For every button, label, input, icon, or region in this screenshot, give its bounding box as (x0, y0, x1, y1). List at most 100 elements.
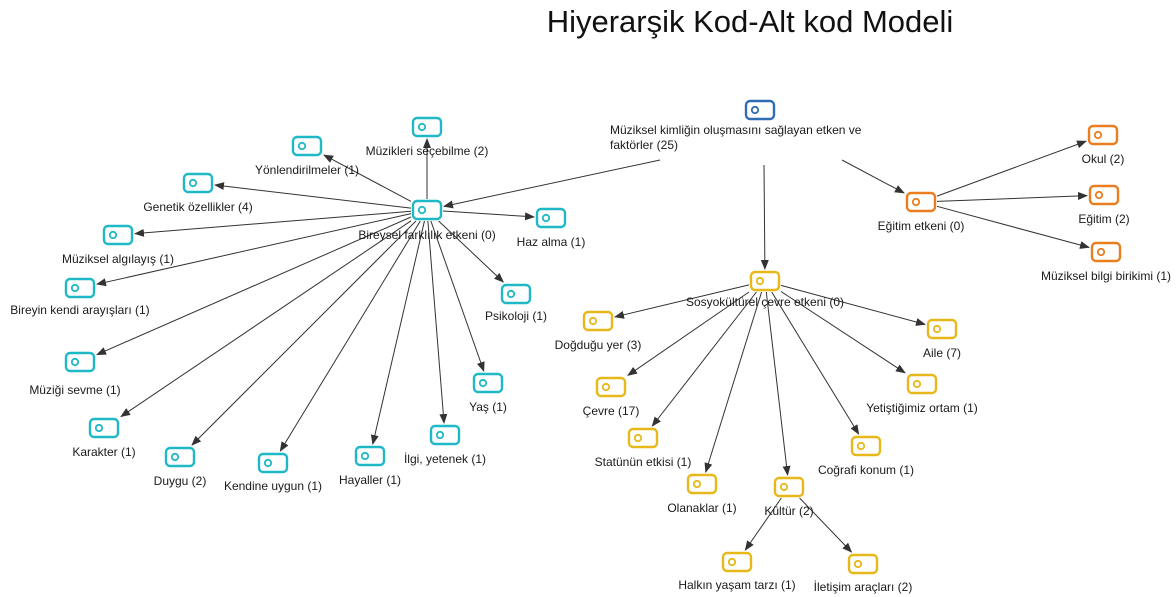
node-label-line: Kendine uygun (1) (224, 479, 322, 493)
node-label: Kültür (2) (764, 504, 813, 518)
node-label: Halkın yaşam tarzı (1) (678, 578, 795, 592)
node-bilgi[interactable]: Müziksel bilgi birikimi (1) (1041, 241, 1171, 283)
code-tag-icon (164, 446, 196, 468)
node-label: Yaş (1) (469, 400, 507, 414)
node-duygu[interactable]: Duygu (2) (154, 446, 207, 488)
node-label-line: Duygu (2) (154, 474, 207, 488)
node-label-line: Haz alma (1) (517, 235, 586, 249)
node-label-line: Halkın yaşam tarzı (1) (678, 578, 795, 592)
nodes-layer: Müziksel kimliğin oluşmasını sağlayan et… (10, 99, 1171, 594)
node-label: Eğitim (2) (1078, 212, 1129, 226)
edge-bireysel-to-muzigi_sevme (96, 216, 412, 356)
code-tag-icon (627, 427, 659, 449)
code-tag-icon (850, 435, 882, 457)
node-muzigi_sevme[interactable]: Müziği sevme (1) (29, 351, 121, 397)
node-cevre[interactable]: Çevre (17) (583, 376, 640, 418)
node-label: Bireysel farklılık etkeni (0) (358, 228, 495, 242)
node-label: Müziksel bilgi birikimi (1) (1041, 269, 1171, 283)
node-label-line: Yönlendirilmeler (1) (255, 163, 359, 177)
node-label: Yetiştiğimiz ortam (1) (866, 401, 978, 415)
code-tag-icon (102, 224, 134, 246)
node-okul[interactable]: Okul (2) (1082, 124, 1125, 166)
code-tag-icon (1090, 241, 1122, 263)
code-tag-icon (411, 116, 443, 138)
node-label: Coğrafi konum (1) (818, 463, 914, 477)
edge-bireysel-to-ilgi (427, 220, 448, 424)
node-kendine_uygun[interactable]: Kendine uygun (1) (224, 452, 322, 493)
node-label-line: Çevre (17) (583, 404, 640, 418)
node-label: Müziksel kimliğin oluşmasını sağlayan et… (610, 123, 862, 152)
node-label: Duygu (2) (154, 474, 207, 488)
edge-sosyo-to-yetistigimiz (780, 291, 906, 374)
node-label: Eğitim etkeni (0) (878, 219, 965, 233)
node-ilgi[interactable]: İlgi, yetenek (1) (404, 424, 486, 466)
edge-bireysel-to-haz (442, 210, 535, 221)
edge-bireysel-to-yonlendirilmeler (323, 154, 412, 202)
node-hayaller[interactable]: Hayaller (1) (339, 445, 401, 487)
node-label: Yönlendirilmeler (1) (255, 163, 359, 177)
node-label-line: Hayaller (1) (339, 473, 401, 487)
node-cografi[interactable]: Coğrafi konum (1) (818, 435, 914, 477)
node-label: Genetik özellikler (4) (143, 200, 252, 214)
node-label-line: Doğduğu yer (3) (555, 338, 642, 352)
node-olanaklar[interactable]: Olanaklar (1) (667, 473, 737, 515)
node-psikoloji[interactable]: Psikoloji (1) (485, 283, 547, 323)
diagram-title: Hiyerarşik Kod-Alt kod Modeli (546, 4, 954, 39)
code-tag-icon (88, 417, 120, 439)
node-label: Okul (2) (1082, 152, 1125, 166)
node-label: Bireyin kendi arayışları (1) (10, 303, 149, 317)
node-label-line: Sosyokültürel çevre etkeni (0) (686, 295, 844, 309)
node-label-line: Yaş (1) (469, 400, 507, 414)
node-label-line: Karakter (1) (72, 445, 135, 459)
node-sosyo[interactable]: Sosyokültürel çevre etkeni (0) (686, 270, 844, 309)
code-tag-icon (411, 199, 443, 221)
node-label-line: Müziksel kimliğin oluşmasını sağlayan et… (610, 123, 862, 137)
code-tag-icon (906, 373, 938, 395)
node-label-line: Eğitim etkeni (0) (878, 219, 965, 233)
edge-sosyo-to-dogdugu (614, 284, 750, 319)
node-label-line: Müziksel algılayış (1) (62, 252, 174, 266)
node-label-line: Bireysel farklılık etkeni (0) (358, 228, 495, 242)
node-root[interactable]: Müziksel kimliğin oluşmasını sağlayan et… (610, 99, 862, 152)
edge-egitim_etkeni-to-bilgi (936, 205, 1090, 249)
node-genetik[interactable]: Genetik özellikler (4) (143, 172, 253, 214)
node-label-line: Eğitim (2) (1078, 212, 1129, 226)
code-tag-icon (291, 135, 323, 157)
node-muzikleri[interactable]: Müzikleri seçebilme (2) (366, 116, 489, 158)
node-label-line: Psikoloji (1) (485, 309, 547, 323)
node-label: Kendine uygun (1) (224, 479, 322, 493)
edge-kultur-to-halkin (744, 497, 782, 551)
node-statu[interactable]: Statünün etkisi (1) (595, 427, 692, 469)
node-yetistigimiz[interactable]: Yetiştiğimiz ortam (1) (866, 373, 978, 415)
node-label: Psikoloji (1) (485, 309, 547, 323)
node-yas[interactable]: Yaş (1) (469, 372, 507, 414)
node-bireyin_kendi[interactable]: Bireyin kendi arayışları (1) (10, 277, 150, 317)
node-dogdugu[interactable]: Doğduğu yer (3) (555, 310, 642, 352)
edge-sosyo-to-statu (651, 291, 757, 427)
node-muziksel_algilayis[interactable]: Müziksel algılayış (1) (62, 224, 174, 266)
node-egitim[interactable]: Eğitim (2) (1078, 184, 1130, 226)
edge-sosyo-to-kultur (765, 291, 791, 476)
node-halkin[interactable]: Halkın yaşam tarzı (1) (678, 551, 796, 592)
node-iletisim[interactable]: İletişim araçları (2) (814, 553, 913, 594)
node-haz[interactable]: Haz alma (1) (517, 207, 586, 249)
node-kultur[interactable]: Kültür (2) (764, 476, 814, 518)
code-tag-icon (847, 553, 879, 575)
node-aile[interactable]: Aile (7) (923, 318, 961, 360)
node-yonlendirilmeler[interactable]: Yönlendirilmeler (1) (255, 135, 359, 177)
edge-sosyo-to-cografi (771, 291, 860, 435)
code-tag-icon (686, 473, 718, 495)
node-label: Hayaller (1) (339, 473, 401, 487)
node-karakter[interactable]: Karakter (1) (72, 417, 136, 459)
node-label: Sosyokültürel çevre etkeni (0) (686, 295, 844, 309)
node-label: Çevre (17) (583, 404, 640, 418)
node-bireysel[interactable]: Bireysel farklılık etkeni (0) (358, 199, 496, 242)
node-label-line: Aile (7) (923, 346, 961, 360)
node-label-line: Coğrafi konum (1) (818, 463, 914, 477)
edge-sosyo-to-aile (780, 284, 926, 326)
node-egitim_etkeni[interactable]: Eğitim etkeni (0) (878, 191, 965, 233)
edge-bireysel-to-bireyin_kendi (96, 213, 412, 287)
code-tag-icon (429, 424, 461, 446)
edge-bireysel-to-genetik (214, 182, 412, 209)
